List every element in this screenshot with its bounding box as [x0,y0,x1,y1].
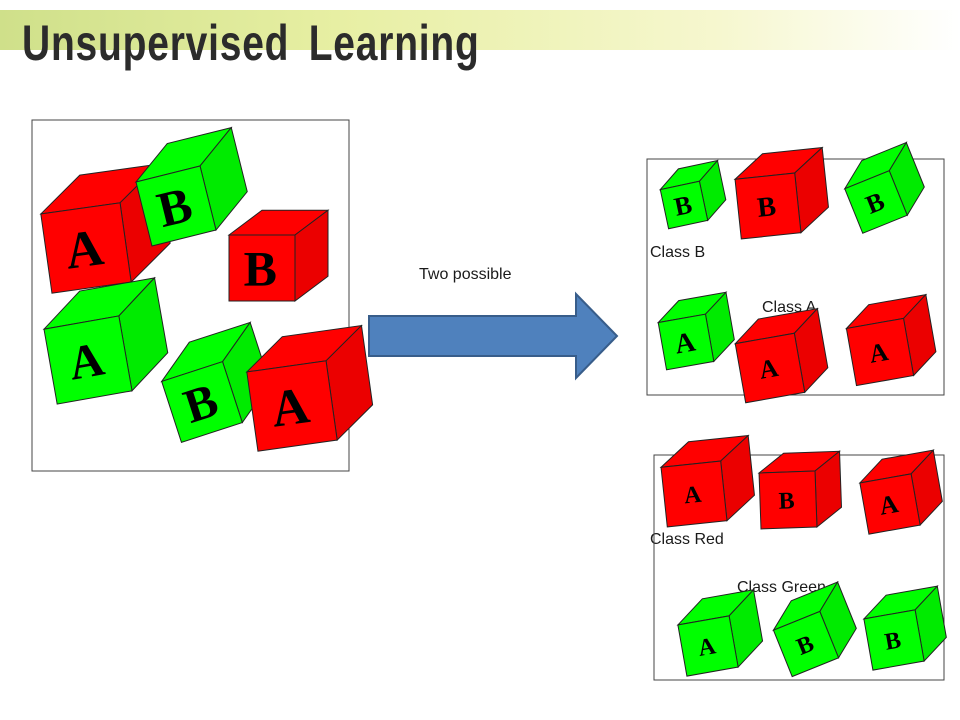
cube-letter: A [268,377,314,439]
cube-front-face [135,165,217,247]
cube-front-face [859,473,921,535]
input-cube-5: A [245,324,374,452]
cube-letter: B [778,488,795,515]
cube-letter: B [883,627,903,655]
title-banner [0,10,960,50]
cube-front-face [40,202,132,294]
by-letter-cube-1: B [733,146,829,240]
input-cube-3: A [42,276,169,405]
arrow-label: Two possible [419,266,512,283]
cube-front-face [845,317,915,387]
by-color-cube-2: A [858,449,943,535]
slide-title: Unsupervised Learning [22,15,480,71]
input-cube-4: B [160,321,271,443]
cube-letter: A [867,337,891,369]
label-class-green: Class Green [737,579,826,596]
cube-front-face [734,172,802,240]
by-letter-cube-3: A [656,291,735,371]
cube-front-face [228,234,296,302]
cube-letter: B [244,241,277,297]
cube-front-face [677,615,739,677]
label-class-red: Class Red [650,531,724,548]
by-color-cube-1: B [757,450,842,530]
cube-front-face [246,360,338,452]
cube-letter: B [756,191,778,224]
by-letter-cube-0: B [658,159,727,230]
cube-front-face [657,313,715,371]
input-box [31,119,350,472]
cube-front-face [758,470,818,530]
cube-front-face [161,361,243,443]
cube-letter: A [683,482,704,510]
by-color-cube-4: B [772,580,857,678]
cube-letter: A [757,353,781,385]
cube-front-face [772,610,840,678]
input-cube-2: B [227,209,330,302]
cube-letter: B [672,190,695,222]
by-letter-cube-2: B [843,141,925,234]
cube-letter: A [696,633,718,662]
cube-front-face [844,170,908,234]
by-letter-cube-4: A [733,307,829,404]
label-class-b: Class B [650,244,706,261]
right-arrow-icon [368,291,619,381]
cube-front-face [659,180,709,230]
by-color-cube-0: A [659,434,755,528]
by-color-cube-3: A [676,588,764,677]
by-letter-cube-5: A [845,293,937,387]
by-color-cube-5: B [862,585,947,671]
cube-front-face [734,332,806,404]
cube-front-face [863,609,925,671]
input-cube-1: B [134,126,248,247]
cube-letter: A [62,219,108,281]
cube-front-face [43,315,133,405]
cube-front-face [660,460,728,528]
cube-letter: A [877,489,901,521]
